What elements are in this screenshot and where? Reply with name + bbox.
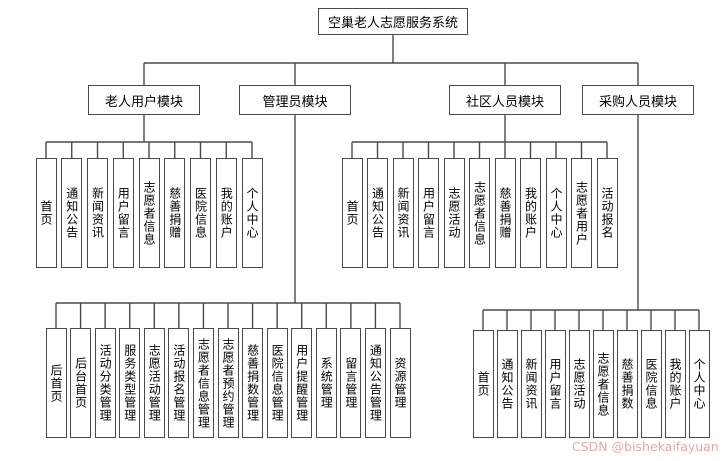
module-box: 老人用户模块 xyxy=(88,85,200,115)
tree-leaf: 新闻资讯 xyxy=(87,158,108,268)
tree-leaf: 用户留言 xyxy=(112,158,134,268)
tree-leaf: 医院信息管理 xyxy=(266,328,288,438)
tree-leaf: 慈善捐数 xyxy=(616,330,638,438)
tree-leaf: 志愿者信息 xyxy=(138,158,160,268)
tree-leaf: 志愿者信息管理 xyxy=(192,328,214,438)
tree-leaf: 志愿活动 xyxy=(568,330,590,438)
tree-leaf: 个人中心 xyxy=(688,330,710,438)
module-box: 社区人员模块 xyxy=(449,85,561,115)
tree-leaf: 活动分类管理 xyxy=(94,328,116,438)
tree-leaf: 志愿者信息 xyxy=(469,158,490,268)
tree-leaf: 志愿者信息 xyxy=(592,330,614,438)
tree-leaf: 医院信息 xyxy=(640,330,662,438)
tree-leaf: 个人中心 xyxy=(545,158,567,268)
tree-leaf: 通知公告 xyxy=(61,158,83,268)
tree-leaf: 活动报名 xyxy=(596,158,618,268)
tree-leaf: 我的账户 xyxy=(664,330,686,438)
tree-leaf: 慈善捐赠 xyxy=(494,158,516,268)
tree-leaf: 留言管理 xyxy=(340,328,362,438)
tree-leaf: 我的账户 xyxy=(215,158,237,268)
module-box: 采购人员模块 xyxy=(582,85,694,115)
root-node: 空巢老人志愿服务系统 xyxy=(318,8,468,35)
tree-leaf: 我的账户 xyxy=(520,158,541,268)
tree-leaf: 活动报名管理 xyxy=(168,328,190,438)
tree-leaf: 通知公告管理 xyxy=(364,328,386,438)
tree-leaf: 新闻资讯 xyxy=(520,330,542,438)
tree-leaf: 志愿活动管理 xyxy=(143,328,165,438)
tree-leaf: 用户提醒管理 xyxy=(291,328,313,438)
tree-leaf: 资源管理 xyxy=(389,328,411,438)
tree-leaf: 通知公告 xyxy=(367,158,388,268)
tree-leaf: 首页 xyxy=(472,330,494,438)
tree-leaf: 慈善捐赠 xyxy=(164,158,186,268)
tree-leaf: 首页 xyxy=(341,158,363,268)
tree-leaf: 志愿者预约管理 xyxy=(217,328,239,438)
tree-leaf: 用户留言 xyxy=(544,330,566,438)
tree-leaf: 医院信息 xyxy=(190,158,211,268)
tree-leaf: 志愿者用户 xyxy=(571,158,592,268)
tree-leaf: 通知公告 xyxy=(496,330,518,438)
tree-leaf: 系统管理 xyxy=(315,328,337,438)
tree-leaf: 个人中心 xyxy=(241,158,263,268)
tree-leaf: 后台首页 xyxy=(70,328,92,438)
watermark: CSDN @bishekaifayuan xyxy=(572,439,719,454)
tree-leaf: 志愿活动 xyxy=(443,158,465,268)
tree-leaf: 首页 xyxy=(35,158,57,268)
tree-leaf: 用户留言 xyxy=(418,158,439,268)
tree-leaf: 服务类型管理 xyxy=(119,328,141,438)
tree-leaf: 慈善捐数管理 xyxy=(242,328,264,438)
module-box: 管理员模块 xyxy=(239,85,351,115)
tree-leaf: 新闻资讯 xyxy=(392,158,414,268)
tree-leaf: 后首页 xyxy=(45,328,67,438)
